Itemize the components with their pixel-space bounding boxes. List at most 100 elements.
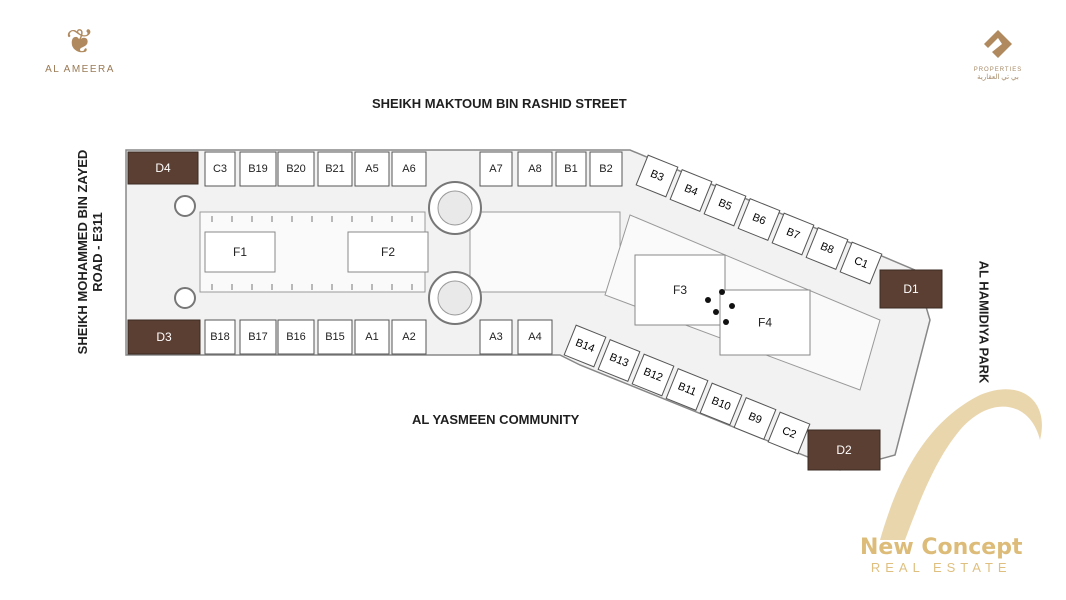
plot-shape-B14	[563, 324, 607, 368]
plot-label-A3: A3	[489, 331, 502, 343]
calligraphy-logo-icon: ❦	[65, 22, 95, 62]
plot-label-B15: B15	[325, 331, 345, 343]
street-top: SHEIKH MAKTOUM BIN RASHID STREET	[372, 96, 627, 111]
plot-A3	[479, 319, 513, 355]
plot-A6	[391, 151, 427, 187]
plot-shape-B4	[669, 169, 713, 212]
food-court-F4	[719, 289, 811, 356]
plot-B10: B10	[699, 382, 743, 426]
mini-roundabout	[174, 195, 196, 217]
plot-D1	[879, 269, 943, 309]
plot-B3: B3	[635, 154, 679, 198]
food-court-label-F2: F2	[381, 245, 395, 259]
plot-label-D3: D3	[156, 330, 172, 344]
food-court-label-F1: F1	[233, 245, 247, 259]
plot-shape-B7	[771, 212, 815, 256]
plot-label-B21: B21	[325, 163, 345, 175]
watermark-line1: New Concept	[860, 535, 1023, 560]
plot-shape-C2	[767, 411, 811, 455]
plot-B13: B13	[597, 339, 641, 382]
watermark: New Concept REAL ESTATE	[860, 535, 1022, 575]
food-court-F2	[347, 231, 429, 273]
developer-arabic: بي تي العقارية	[977, 74, 1019, 81]
plot-label-A2: A2	[402, 331, 415, 343]
plot-A8	[517, 151, 553, 187]
plot-label-C3: C3	[213, 163, 227, 175]
tree-icon	[723, 319, 729, 325]
plot-label-D2: D2	[836, 443, 852, 457]
plot-shape-B8	[805, 227, 849, 270]
plot-label-A1: A1	[365, 331, 378, 343]
plot-B12: B12	[631, 353, 675, 397]
plot-label-B8: B8	[819, 240, 836, 256]
plot-label-B18: B18	[210, 331, 230, 343]
plot-label-B3: B3	[649, 168, 666, 184]
plot-B20	[277, 151, 315, 187]
developer-tag: PROPERTIES	[973, 67, 1023, 73]
plot-A1	[354, 319, 390, 355]
plot-label-B1: B1	[564, 163, 577, 175]
plot-B18	[204, 319, 236, 355]
plot-shape-B10	[699, 382, 743, 426]
plot-C2: C2	[767, 411, 811, 455]
tree-icon	[729, 303, 735, 309]
plot-B14: B14	[563, 324, 607, 368]
plot-D3	[127, 319, 201, 355]
plot-B2	[589, 151, 623, 187]
plot-label-A7: A7	[489, 163, 502, 175]
plot-A5	[354, 151, 390, 187]
plot-D4	[127, 151, 199, 185]
plot-label-B17: B17	[248, 331, 268, 343]
roundabout-island	[437, 280, 473, 316]
plot-label-B7: B7	[785, 226, 802, 242]
plot-label-A6: A6	[402, 163, 415, 175]
food-court-label-F3: F3	[673, 283, 687, 297]
plot-shape-B5	[703, 183, 747, 227]
plot-C1: C1	[839, 241, 883, 285]
street-bottom: AL YASMEEN COMMUNITY	[412, 412, 580, 427]
plot-shape-B9	[733, 397, 777, 440]
al-ameera-logo: ❦ AL AMEERA	[40, 20, 120, 75]
plot-shape-B12	[631, 353, 675, 397]
mini-roundabout	[174, 287, 196, 309]
plot-B5: B5	[703, 183, 747, 227]
plot-B15	[317, 319, 353, 355]
plot-B17	[239, 319, 277, 355]
plot-label-B6: B6	[751, 211, 768, 227]
plot-label-B5: B5	[717, 197, 734, 213]
plot-C3	[204, 151, 236, 187]
plot-shape-B6	[737, 198, 781, 241]
diamond-logo-icon	[984, 30, 1012, 58]
plot-B19	[239, 151, 277, 187]
parking-center	[469, 211, 621, 293]
plot-B7: B7	[771, 212, 815, 256]
watermark-swoosh-icon	[880, 389, 1042, 540]
food-court-F3	[634, 254, 726, 326]
tree-icon	[719, 289, 725, 295]
brand-name: AL AMEERA	[45, 64, 115, 75]
tree-icon	[705, 297, 711, 303]
plot-shape-B3	[635, 154, 679, 198]
plot-B11: B11	[665, 368, 709, 411]
plot-A7	[479, 151, 513, 187]
watermark-line2: REAL ESTATE	[870, 560, 1012, 575]
plot-label-B16: B16	[286, 331, 306, 343]
developer-logo: PROPERTIES بي تي العقارية	[968, 28, 1028, 81]
plot-label-B19: B19	[248, 163, 268, 175]
plot-label-B2: B2	[599, 163, 612, 175]
plot-shape-B13	[597, 339, 641, 382]
plot-label-C1: C1	[852, 255, 870, 271]
plot-label-B20: B20	[286, 163, 306, 175]
plot-label-D4: D4	[155, 161, 171, 175]
plot-B4: B4	[669, 169, 713, 212]
plot-label-A4: A4	[528, 331, 541, 343]
plot-B16	[277, 319, 315, 355]
plot-B21	[317, 151, 353, 187]
plot-shape-C1	[839, 241, 883, 285]
food-court-label-F4: F4	[758, 316, 772, 330]
plot-A4	[517, 319, 553, 355]
tree-icon	[713, 309, 719, 315]
plot-label-A5: A5	[365, 163, 378, 175]
plot-B1	[555, 151, 587, 187]
plot-B9: B9	[733, 397, 777, 440]
